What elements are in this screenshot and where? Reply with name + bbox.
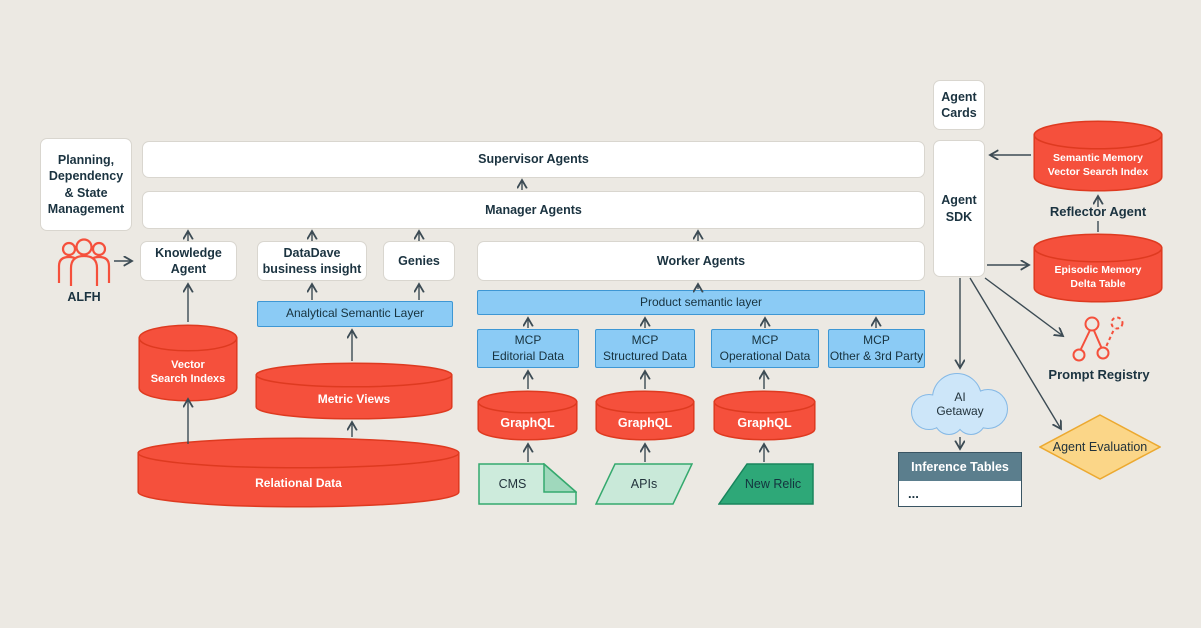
cms-label: CMS [498, 477, 527, 491]
apis-shape: APIs [594, 463, 694, 505]
graphql-label: GraphQL [737, 415, 792, 430]
metric-views-label: Metric Views [317, 392, 391, 407]
relational-data-cylinder: Relational Data [137, 437, 460, 508]
semantic-memory-label: Semantic Memory Vector Search Index [1047, 152, 1149, 178]
graphql-label: GraphQL [500, 415, 555, 430]
cms-shape: CMS [478, 462, 578, 505]
agent-evaluation-label: Agent Evaluation [1052, 440, 1148, 454]
agent-evaluation-diamond: Agent Evaluation [1038, 414, 1162, 480]
relational-data-label: Relational Data [255, 475, 342, 490]
supervisor-agents-bar: Supervisor Agents [142, 141, 925, 178]
ai-getaway-cloud: AI Getaway [905, 372, 1015, 436]
diamond-icon [1038, 414, 1162, 480]
manager-agents-bar: Manager Agents [142, 191, 925, 229]
graphql-cylinder-3: GraphQL [713, 390, 816, 441]
new-relic-label: New Relic [744, 477, 802, 491]
ai-getaway-label: AI Getaway [936, 390, 984, 418]
new-relic-shape: New Relic [717, 463, 814, 505]
vector-search-index-cylinder: Vector Search Indexs [138, 324, 238, 402]
prompt-registry-group [1072, 316, 1126, 364]
product-semantic-layer: Product semantic layer [477, 290, 925, 315]
inference-tables: Inference Tables ... [898, 452, 1022, 507]
mcp-other-box: MCP Other & 3rd Party [828, 329, 925, 368]
vector-search-index-label: Vector Search Indexs [150, 358, 226, 385]
mcp-operational-box: MCP Operational Data [711, 329, 819, 368]
semantic-memory-cylinder: Semantic Memory Vector Search Index [1033, 120, 1163, 192]
alfh-label: ALFH [67, 290, 101, 304]
metric-views-cylinder: Metric Views [255, 362, 453, 420]
prompt-registry-label: Prompt Registry [1048, 367, 1150, 382]
genies-box: Genies [383, 241, 455, 281]
agent-sdk-box: Agent SDK [933, 140, 985, 277]
datadave-box: DataDave business insight [257, 241, 367, 281]
graphql-cylinder-2: GraphQL [595, 390, 695, 441]
episodic-memory-cylinder: Episodic Memory Delta Table [1033, 233, 1163, 303]
knowledge-agent-box: Knowledge Agent [140, 241, 237, 281]
parallelogram-icon [594, 463, 694, 505]
analytical-semantic-layer: Analytical Semantic Layer [257, 301, 453, 327]
inference-tables-header: Inference Tables [899, 453, 1021, 481]
episodic-memory-label: Episodic Memory Delta Table [1054, 263, 1142, 290]
cut-corner-quad-icon [717, 463, 814, 505]
agent-cards-box: Agent Cards [933, 80, 985, 130]
planning-dependency-box: Planning, Dependency & State Management [40, 138, 132, 231]
inference-tables-row: ... [908, 486, 919, 501]
worker-agents-bar: Worker Agents [477, 241, 925, 281]
graphql-label: GraphQL [617, 415, 673, 430]
mcp-editorial-box: MCP Editorial Data [477, 329, 579, 368]
graph-tree-icon [1072, 316, 1124, 362]
alfh-group [55, 237, 113, 289]
document-folded-icon [478, 462, 578, 505]
reflector-agent-label: Reflector Agent [1049, 204, 1147, 219]
people-group-icon [57, 238, 111, 286]
graphql-cylinder-1: GraphQL [477, 390, 578, 441]
mcp-structured-box: MCP Structured Data [595, 329, 695, 368]
apis-label: APIs [630, 477, 658, 491]
